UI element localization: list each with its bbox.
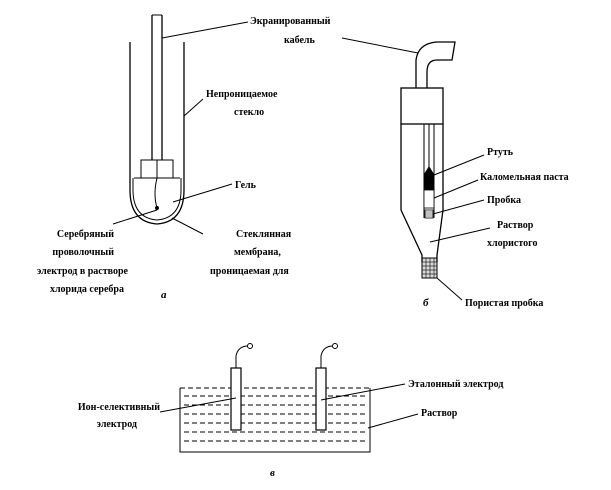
label-shielded-cable-1: Экранированный (250, 16, 331, 27)
label-silver-wire-3: электрод в растворе (37, 266, 129, 277)
figure-letter-c: в (270, 467, 275, 479)
label-glass-membrane-1: Стеклянная (236, 229, 292, 240)
label-impermeable-glass-2: стекло (234, 107, 264, 118)
label-glass-membrane-2: мембрана, (234, 247, 281, 258)
figure-letter-b: б (423, 297, 429, 309)
figure-letter-a: а (161, 289, 167, 301)
label-plug: Пробка (487, 195, 521, 206)
label-chloride-solution-1: Раствор (497, 220, 534, 231)
label-shielded-cable-2: кабель (284, 35, 316, 46)
glass-electrode (112, 14, 249, 235)
label-calomel-paste: Каломельная паста (480, 172, 569, 183)
label-ion-selective-2: электрод (97, 419, 137, 430)
label-impermeable-glass-1: Непроницаемое (206, 89, 278, 100)
label-solution: Раствор (421, 408, 458, 419)
label-silver-wire-4: хлорида серебра (50, 284, 124, 295)
measurement-cell (159, 343, 419, 453)
label-mercury: Ртуть (487, 147, 514, 158)
label-reference-electrode: Эталонный электрод (408, 379, 503, 390)
label-chloride-solution-2: хлористого (487, 238, 537, 249)
label-porous-plug: Пористая пробка (465, 298, 543, 309)
labels: Экранированный кабель Непроницаемое стек… (37, 16, 569, 479)
label-ion-selective-1: Ион-селективный (78, 402, 160, 413)
label-silver-wire-1: Серебряный (57, 229, 114, 240)
label-gel: Гель (235, 180, 257, 191)
label-silver-wire-2: проволочный (52, 247, 114, 258)
label-glass-membrane-3: проницаемая для (210, 266, 289, 277)
calomel-electrode (341, 37, 491, 301)
